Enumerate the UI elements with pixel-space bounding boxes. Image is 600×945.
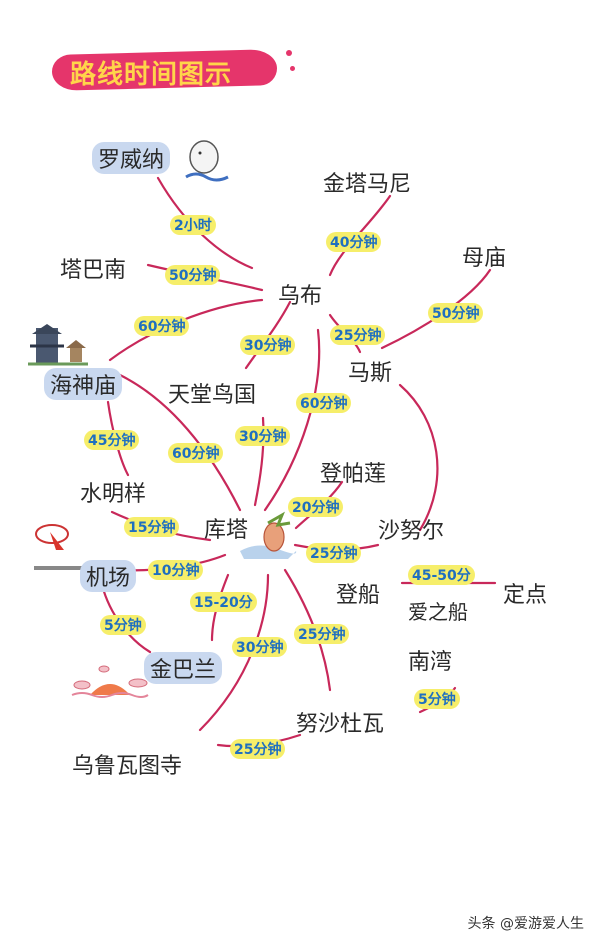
place-dingdian: 定点 <box>503 583 548 608</box>
place-shanuer: 沙努尔 <box>378 519 445 544</box>
boat-name-label: 爱之船 <box>408 600 468 624</box>
place-tiantangniaoguo: 天堂鸟国 <box>168 383 257 408</box>
duration-label: 25分钟 <box>306 543 362 563</box>
place-masi: 马斯 <box>348 361 393 386</box>
dolphin-icon <box>185 140 229 182</box>
place-nanwan: 南湾 <box>408 650 453 675</box>
duration-label: 60分钟 <box>168 443 224 463</box>
place-jinbalan: 金巴兰 <box>144 652 223 684</box>
duration-label: 50分钟 <box>428 303 484 323</box>
place-tabanan: 塔巴南 <box>60 258 127 283</box>
duration-label: 45分钟 <box>84 430 140 450</box>
duration-label: 30分钟 <box>240 335 296 355</box>
place-dengchuan: 登船 <box>336 583 381 608</box>
title-banner: 路线时间图示 <box>51 46 295 94</box>
place-wubu: 乌布 <box>278 284 323 309</box>
duration-label: 5分钟 <box>414 689 460 709</box>
duration-label: 25分钟 <box>230 739 286 759</box>
duration-label: 60分钟 <box>296 393 352 413</box>
place-wuluwatusi: 乌鲁瓦图寺 <box>72 754 183 779</box>
sunset-sea-icon <box>71 665 149 698</box>
duration-label: 40分钟 <box>326 232 382 252</box>
duration-label: 5分钟 <box>100 615 146 635</box>
page-title: 路线时间图示 <box>70 60 233 90</box>
place-shuimingyang: 水明样 <box>80 482 147 507</box>
place-luoweina: 罗威纳 <box>92 142 171 174</box>
airplane-icon <box>34 524 82 570</box>
duration-label: 45-50分 <box>408 565 475 585</box>
duration-label: 30分钟 <box>235 426 291 446</box>
place-dengpalian: 登帕莲 <box>320 462 387 487</box>
duration-label: 25分钟 <box>294 624 350 644</box>
place-jintamani: 金塔马尼 <box>323 172 412 197</box>
duration-label: 10分钟 <box>148 560 204 580</box>
duration-label: 20分钟 <box>288 497 344 517</box>
place-nushaduwa: 努沙杜瓦 <box>296 712 385 737</box>
duration-label: 60分钟 <box>134 316 190 336</box>
duration-label: 25分钟 <box>330 325 386 345</box>
title-spark-icon <box>286 50 292 56</box>
temple-icon <box>28 324 88 366</box>
place-haishenmiao: 海神庙 <box>44 368 123 400</box>
place-jichang: 机场 <box>80 560 137 592</box>
place-mumiao: 母庙 <box>462 246 507 271</box>
duration-label: 50分钟 <box>165 265 221 285</box>
duration-label: 15-20分 <box>190 592 257 612</box>
place-kuta: 库塔 <box>204 518 249 543</box>
island-palm-icon <box>240 511 297 559</box>
duration-label: 30分钟 <box>232 637 288 657</box>
duration-label: 15分钟 <box>124 517 180 537</box>
watermark: 头条 @爱游爱人生 <box>467 916 584 932</box>
title-spark-icon <box>290 66 295 71</box>
duration-label: 2小时 <box>170 215 216 235</box>
